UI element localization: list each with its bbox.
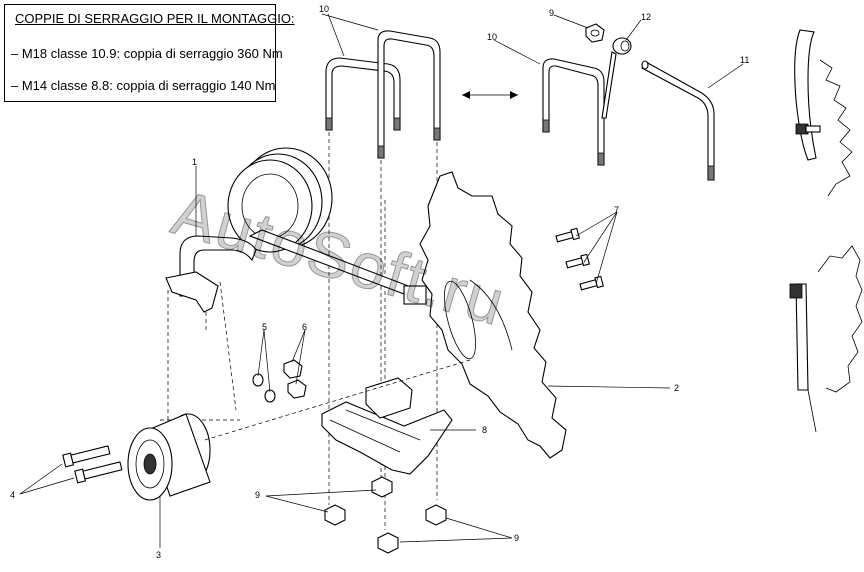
callout-4: 4: [10, 490, 15, 500]
callout-10-left: 10: [319, 4, 329, 14]
callout-7: 7: [614, 205, 619, 215]
callout-9-top: 9: [549, 8, 554, 18]
washers-and-nuts: [252, 359, 307, 403]
torque-specs-title: COPPIE DI SERRAGGIO PER IL MONTAGGIO:: [15, 11, 295, 26]
notched-disc: [419, 171, 567, 459]
torque-spec-m18: – M18 classe 10.9: coppia di serraggio 3…: [11, 46, 283, 61]
callout-11: 11: [740, 55, 749, 65]
callout-9-right: 9: [514, 533, 519, 543]
bolts-7: [555, 227, 604, 291]
arm-bracket: [160, 147, 427, 421]
l-bolt: [641, 60, 715, 181]
side-view-top: [794, 29, 853, 197]
side-view-bottom: [789, 245, 863, 433]
callout-10-right: 10: [487, 32, 497, 42]
callout-8: 8: [482, 425, 487, 435]
callout-9-left: 9: [255, 490, 260, 500]
u-bolt-right: [542, 58, 605, 166]
callout-3: 3: [156, 550, 161, 560]
callout-numbers: 1 2 3 4 5 6 7 8 9 9 9 10 10 11 12: [10, 4, 749, 560]
callout-6: 6: [302, 322, 307, 332]
torque-specs-box: COPPIE DI SERRAGGIO PER IL MONTAGGIO: – …: [4, 4, 295, 102]
bottom-nuts: [324, 476, 447, 554]
clamp-plate: [321, 377, 453, 475]
leader-lines: [19, 13, 744, 548]
interchange-arrow: [462, 91, 518, 99]
hub-bolts: [62, 445, 123, 484]
hub: [127, 359, 471, 501]
ring-and-nut-top: [585, 23, 632, 119]
torque-spec-m14: – M14 classe 8.8: coppia di serraggio 14…: [11, 78, 276, 93]
callout-5: 5: [262, 322, 267, 332]
callout-1: 1: [192, 157, 197, 167]
callout-2: 2: [674, 383, 679, 393]
callout-12: 12: [641, 12, 651, 22]
